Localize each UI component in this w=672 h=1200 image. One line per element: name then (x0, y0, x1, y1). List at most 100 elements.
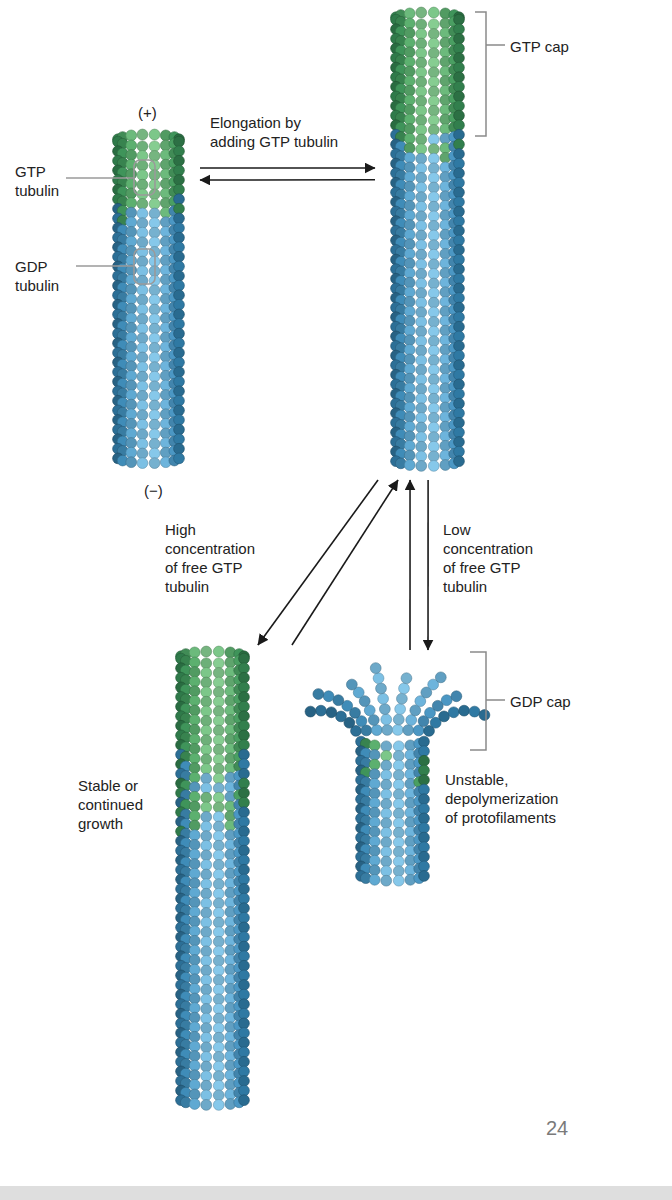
tubulin-bead (416, 432, 427, 443)
tubulin-bead (454, 187, 465, 198)
page-number: 24 (546, 1116, 596, 1140)
tubulin-bead (393, 779, 404, 790)
tubulin-bead (174, 415, 185, 426)
tubulin-bead (404, 421, 415, 432)
tubulin-bead (381, 856, 392, 867)
tubulin-bead (201, 898, 212, 909)
tubulin-bead (239, 1018, 250, 1029)
tubulin-bead (189, 753, 200, 764)
tubulin-bead (428, 144, 439, 155)
transition-arrow (200, 167, 375, 169)
tubulin-bead (126, 255, 137, 266)
tubulin-bead (404, 383, 415, 394)
tubulin-bead (454, 225, 465, 236)
tubulin-bead (126, 361, 137, 372)
tubulin-bead (137, 208, 148, 219)
tubulin-bead (239, 807, 250, 818)
tubulin-bead (428, 7, 439, 18)
tubulin-bead (126, 447, 137, 458)
tubulin-bead (346, 679, 357, 690)
tubulin-bead (149, 314, 160, 325)
tubulin-bead (201, 658, 212, 669)
tubulin-bead (149, 419, 160, 430)
tubulin-bead (201, 1051, 212, 1062)
tubulin-bead (239, 1076, 250, 1087)
tubulin-bead (416, 326, 427, 337)
tubulin-bead (189, 878, 200, 889)
tubulin-bead (137, 150, 148, 161)
tubulin-bead (149, 237, 160, 248)
tubulin-bead (393, 866, 404, 877)
tubulin-bead (428, 67, 439, 78)
tubulin-bead (239, 1028, 250, 1039)
tubulin-bead (369, 846, 380, 857)
tubulin-bead (451, 691, 462, 702)
tubulin-bead (239, 864, 250, 875)
tubulin-bead (137, 129, 148, 140)
tubulin-bead (201, 744, 212, 755)
tubulin-bead (239, 932, 250, 943)
tubulin-bead (189, 1070, 200, 1081)
tubulin-bead (454, 456, 465, 467)
tubulin-bead (189, 993, 200, 1004)
tubulin-bead (404, 450, 415, 461)
tubulin-bead (428, 220, 439, 231)
tubulin-bead (189, 849, 200, 860)
transition-arrow (258, 480, 378, 645)
tubulin-bead (404, 440, 415, 451)
tubulin-bead (239, 682, 250, 693)
tubulin-bead (239, 960, 250, 971)
tubulin-bead (416, 403, 427, 414)
tubulin-bead (239, 980, 250, 991)
tubulin-bead (213, 898, 224, 909)
tubulin-bead (149, 246, 160, 257)
tubulin-bead (149, 141, 160, 152)
tubulin-bead (149, 323, 160, 334)
tubulin-bead (174, 242, 185, 253)
tubulin-bead (239, 884, 250, 895)
tubulin-bead (126, 207, 137, 218)
tubulin-bead (213, 984, 224, 995)
tubulin-bead (213, 994, 224, 1005)
tubulin-bead (213, 1013, 224, 1024)
tubulin-bead (479, 710, 490, 721)
tubulin-bead (404, 162, 415, 173)
tubulin-bead (454, 369, 465, 380)
tubulin-bead (454, 446, 465, 457)
tubulin-bead (149, 294, 160, 305)
structure-label: (+) (138, 103, 172, 122)
tubulin-bead (201, 1099, 212, 1110)
tubulin-bead (189, 667, 200, 678)
tubulin-bead (189, 763, 200, 774)
tubulin-bead (381, 827, 392, 838)
tubulin-bead (174, 328, 185, 339)
tubulin-bead (149, 381, 160, 392)
tubulin-bead (454, 408, 465, 419)
tubulin-bead (393, 789, 404, 800)
tubulin-bead (201, 1042, 212, 1053)
tubulin-bead (323, 691, 334, 702)
tubulin-bead (239, 1008, 250, 1019)
tubulin-bead (126, 399, 137, 410)
tubulin-bead (454, 101, 465, 112)
tubulin-bead (428, 307, 439, 318)
tubulin-bead (137, 237, 148, 248)
tubulin-bead (137, 342, 148, 353)
tubulin-bead (428, 163, 439, 174)
node-shape (70, 645, 300, 1120)
tubulin-bead (174, 136, 185, 147)
tubulin-bead (454, 427, 465, 438)
tubulin-bead (404, 306, 415, 317)
tubulin-bead (381, 837, 392, 848)
tubulin-bead (149, 448, 160, 459)
tubulin-bead (126, 428, 137, 439)
tubulin-bead (149, 410, 160, 421)
tubulin-bead (213, 667, 224, 678)
tubulin-bead (416, 393, 427, 404)
tubulin-bead (201, 859, 212, 870)
tubulin-bead (454, 302, 465, 313)
tubulin-bead (404, 325, 415, 336)
tubulin-bead (189, 897, 200, 908)
tubulin-bead (404, 296, 415, 307)
